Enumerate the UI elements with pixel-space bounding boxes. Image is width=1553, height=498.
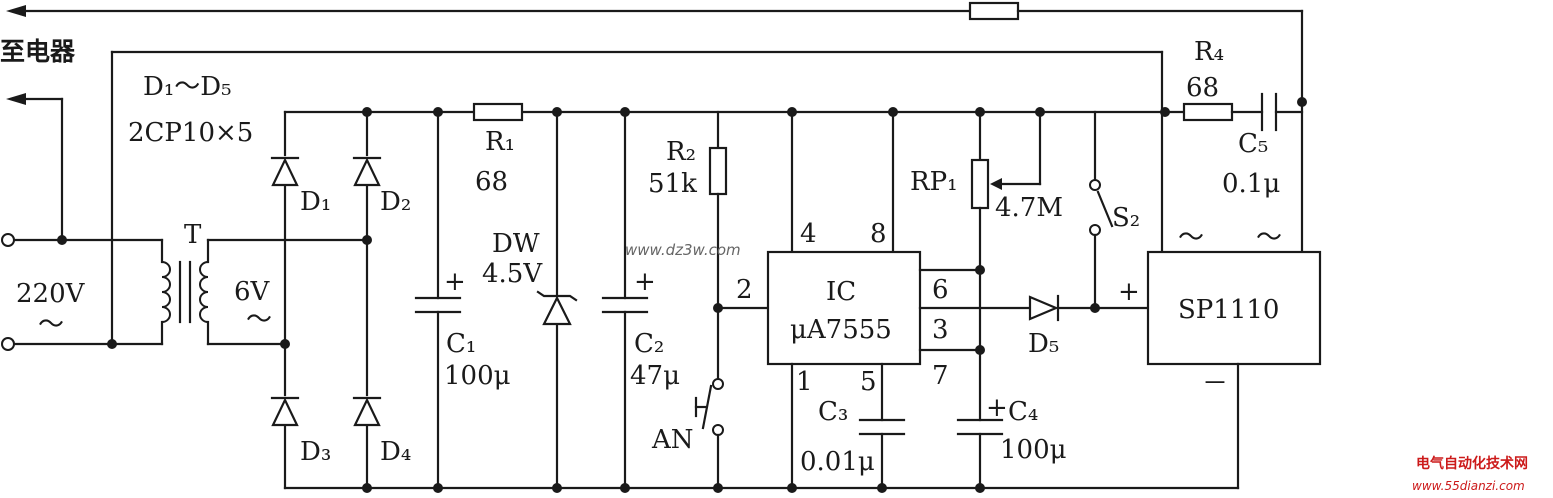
label-sp-tilde-left: ～ [1178, 223, 1204, 253]
module-sp1110 [1146, 250, 1322, 490]
label-pin1: 1 [796, 367, 813, 397]
label-pin3: 3 [932, 315, 949, 345]
label-c3-name: C₃ [818, 397, 848, 427]
diode-d5 [1028, 294, 1150, 322]
diode-d3 [270, 396, 300, 427]
mains-input [1, 233, 164, 351]
label-mains-voltage: 220V [16, 279, 86, 309]
resistor-r2 [708, 110, 770, 382]
label-pin4: 4 [800, 219, 817, 249]
label-d1: D₁ [300, 187, 331, 217]
output-arrow [6, 93, 64, 242]
label-r2-name: R₂ [666, 137, 696, 167]
label-c3-value: 0.01μ [800, 447, 875, 477]
label-s2: S₂ [1112, 203, 1140, 233]
label-r1-name: R₁ [485, 127, 515, 157]
label-ic-part: μA7555 [790, 315, 892, 345]
label-secondary-voltage: 6V [234, 277, 271, 307]
capacitor-c1 [414, 107, 462, 493]
diode-d4 [352, 396, 382, 427]
diode-d1 [270, 156, 300, 187]
label-c5-name: C₅ [1238, 129, 1268, 159]
appliance-return-wire [6, 1, 1304, 104]
label-pin2: 2 [736, 275, 753, 305]
label-d4: D₄ [380, 437, 411, 467]
label-r1-value: 68 [475, 167, 508, 197]
label-d2: D₂ [380, 187, 411, 217]
label-diodes-range: D₁～D₅ [143, 72, 232, 102]
pushbutton-an [694, 378, 724, 493]
label-d3: D₃ [300, 437, 331, 467]
watermark-site: www.dz3w.com [625, 241, 741, 259]
appliance-feed-wire [110, 50, 1164, 346]
label-c4-plus: + [986, 393, 1008, 423]
label-pin5: 5 [860, 367, 877, 397]
capacitor-c4 [956, 418, 1004, 493]
transformer-t [160, 238, 369, 346]
label-pin8: 8 [870, 219, 887, 249]
label-dw-name: DW [492, 229, 540, 259]
label-mains-ac: ～ [38, 310, 64, 340]
label-to-appliance: 至电器 [0, 37, 76, 66]
label-ic-name: IC [826, 277, 856, 307]
label-r2-value: 51k [648, 169, 697, 199]
label-pin6: 6 [932, 275, 949, 305]
label-dw-value: 4.5V [482, 259, 543, 289]
capacitor-c2 [601, 107, 649, 493]
watermark-cn-url: www.55dianzi.com [1412, 479, 1525, 493]
label-r4-name: R₄ [1194, 37, 1224, 67]
label-r4-value: 68 [1186, 73, 1219, 103]
label-transformer: T [184, 220, 202, 250]
capacitor-c5 [1260, 92, 1307, 254]
label-c5-value: 0.1μ [1222, 169, 1280, 199]
label-c2-plus: + [634, 267, 656, 297]
label-c2-name: C₂ [634, 329, 664, 359]
ic-ua7555 [766, 107, 1032, 493]
resistor-r1 [472, 102, 524, 122]
diode-d2 [352, 156, 382, 187]
label-sp-plus: + [1118, 277, 1140, 307]
label-sp-tilde-right: ～ [1256, 223, 1282, 253]
label-rp1-name: RP₁ [910, 167, 958, 197]
label-sp-minus: － [1202, 369, 1228, 399]
label-c4-value: 100μ [1000, 435, 1067, 465]
label-c1-name: C₁ [446, 329, 476, 359]
switch-s2 [1089, 110, 1114, 310]
label-sp-name: SP1110 [1178, 295, 1279, 325]
zener-dw [536, 107, 578, 493]
label-pin7: 7 [932, 361, 949, 391]
watermark-cn-site: 电气自动化技术网 [1416, 455, 1528, 472]
label-c4-name: C₄ [1008, 397, 1038, 427]
label-rp1-value: 4.7M [995, 193, 1063, 223]
capacitor-c3 [858, 418, 906, 493]
bridge-rectifier [270, 107, 1240, 493]
potentiometer-rp1 [970, 107, 1045, 422]
label-diodes-type: 2CP10×5 [128, 118, 253, 148]
resistor-r4 [1160, 102, 1264, 122]
label-c2-value: 47μ [630, 361, 680, 391]
label-c1-value: 100μ [444, 361, 511, 391]
label-secondary-ac: ～ [246, 305, 272, 335]
label-an: AN [651, 425, 694, 455]
label-d5: D₅ [1028, 329, 1059, 359]
label-c1-plus: + [444, 267, 466, 297]
